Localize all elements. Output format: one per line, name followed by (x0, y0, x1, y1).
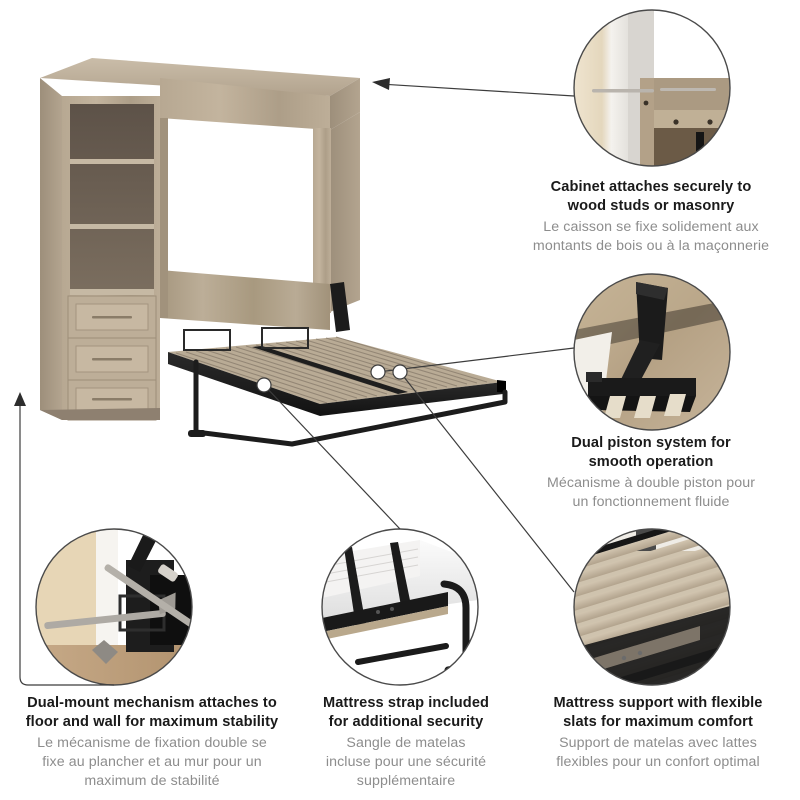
mattress-strap (344, 542, 412, 627)
bed-slats (175, 336, 488, 404)
caption-strap-en: Mattress strap included for additional s… (322, 695, 490, 731)
caption-cabinet-fr: Le caisson se fixe solidement aux montan… (532, 218, 770, 254)
caption-cabinet: Cabinet attaches securely to wood studs … (512, 178, 790, 256)
callout-dots (256, 364, 408, 393)
leader-lines (19, 83, 575, 686)
detail-photo-cabinet (573, 9, 731, 167)
caption-slats-en: Mattress support with flexible slats for… (553, 695, 763, 731)
caption-mount-fr: Le mécanisme de fixation double se fixe … (37, 734, 267, 789)
headboard-brackets (183, 327, 309, 351)
caption-piston: Dual piston system for smooth operation … (512, 434, 790, 512)
caption-mount: Dual-mount mechanism attaches to floor a… (8, 694, 296, 791)
caption-slats-fr: Support de matelas avec lattes flexibles… (556, 734, 760, 770)
caption-piston-en: Dual piston system for smooth operation (571, 435, 731, 471)
detail-photo-piston (573, 273, 731, 431)
detail-photo-slats (573, 528, 731, 686)
caption-cabinet-en: Cabinet attaches securely to wood studs … (550, 179, 752, 215)
caption-strap-fr: Sangle de matelas incluse pour une sécur… (325, 734, 487, 789)
caption-piston-fr: Mécanisme à double piston pour un foncti… (546, 474, 756, 510)
leader-arrowheads (14, 78, 390, 406)
caption-slats: Mattress support with flexible slats for… (522, 694, 794, 772)
mounting-screw-diagonal (92, 564, 192, 664)
bed-surround-frame (160, 78, 360, 330)
storage-cabinet-tower (40, 58, 360, 421)
caption-mount-en: Dual-mount mechanism attaches to floor a… (25, 695, 279, 731)
caption-strap: Mattress strap included for additional s… (298, 694, 514, 791)
cabinet-drawers (67, 295, 157, 421)
cabinet-shelves (70, 159, 154, 295)
detail-photo-mount (35, 528, 193, 686)
bed-platform (168, 282, 508, 447)
detail-photo-strap (321, 528, 479, 686)
